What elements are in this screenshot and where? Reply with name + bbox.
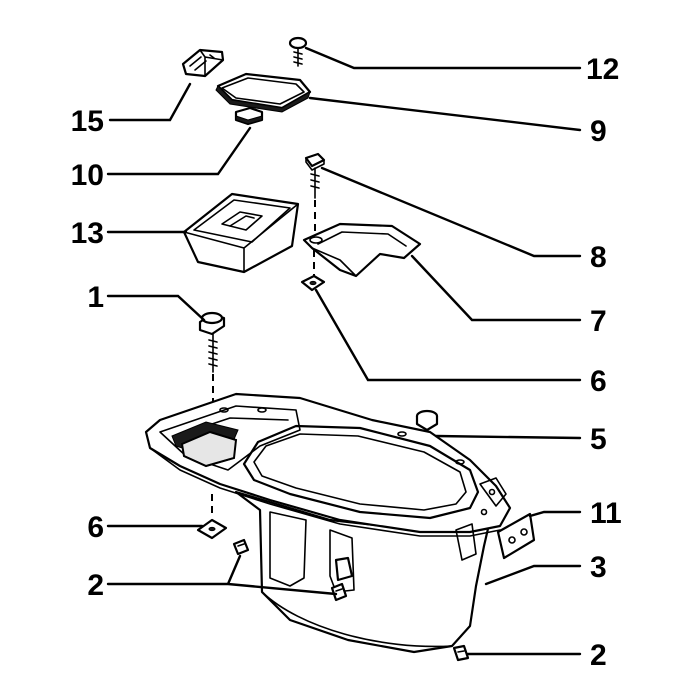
leader-8 [320,166,582,258]
part-9-lid [215,72,312,113]
part-2-clip-left [232,538,250,556]
part-12-screw [288,36,308,67]
leader-6-right [314,288,582,382]
part-7-cover [302,222,422,278]
leader-12 [304,46,582,70]
part-11-bracket [496,512,536,560]
part-3-storage-compartment [144,392,512,654]
callout-10: 10 [71,159,104,192]
leader-7 [410,254,582,322]
callout-7: 7 [590,305,607,338]
callout-1: 1 [87,281,104,314]
part-6-washer-lower [196,494,228,540]
callout-13: 13 [71,217,104,250]
leader-9 [308,96,582,132]
leader-lines [106,46,582,656]
part-15-rubber-block [181,48,225,78]
callout-5: 5 [590,423,607,456]
leader-5 [434,434,582,440]
part-8-screw [304,152,326,236]
callout-11: 11 [590,497,622,530]
part-10-pad [234,106,264,126]
callout-2-right: 2 [590,639,607,672]
callout-12: 12 [586,53,619,86]
callout-8: 8 [590,241,607,274]
leader-2-left [106,554,338,596]
callout-6-right: 6 [590,365,607,398]
leader-11 [528,510,582,518]
callout-15: 15 [71,105,104,138]
part-2-clip-right [452,644,470,662]
part-6-washer-upper [300,274,326,292]
callout-numbers: 15 10 13 1 6 2 12 9 8 7 6 5 11 3 2 [71,53,622,672]
callout-3: 3 [590,551,607,584]
callout-2-left: 2 [87,569,104,602]
leader-1 [106,294,206,322]
part-13-tray [182,192,300,274]
leader-15 [108,82,192,122]
callout-6-left: 6 [87,511,104,544]
part-2-clip-middle [330,582,348,602]
callout-9: 9 [590,115,607,148]
leader-3 [484,564,582,586]
leader-10 [106,126,252,176]
